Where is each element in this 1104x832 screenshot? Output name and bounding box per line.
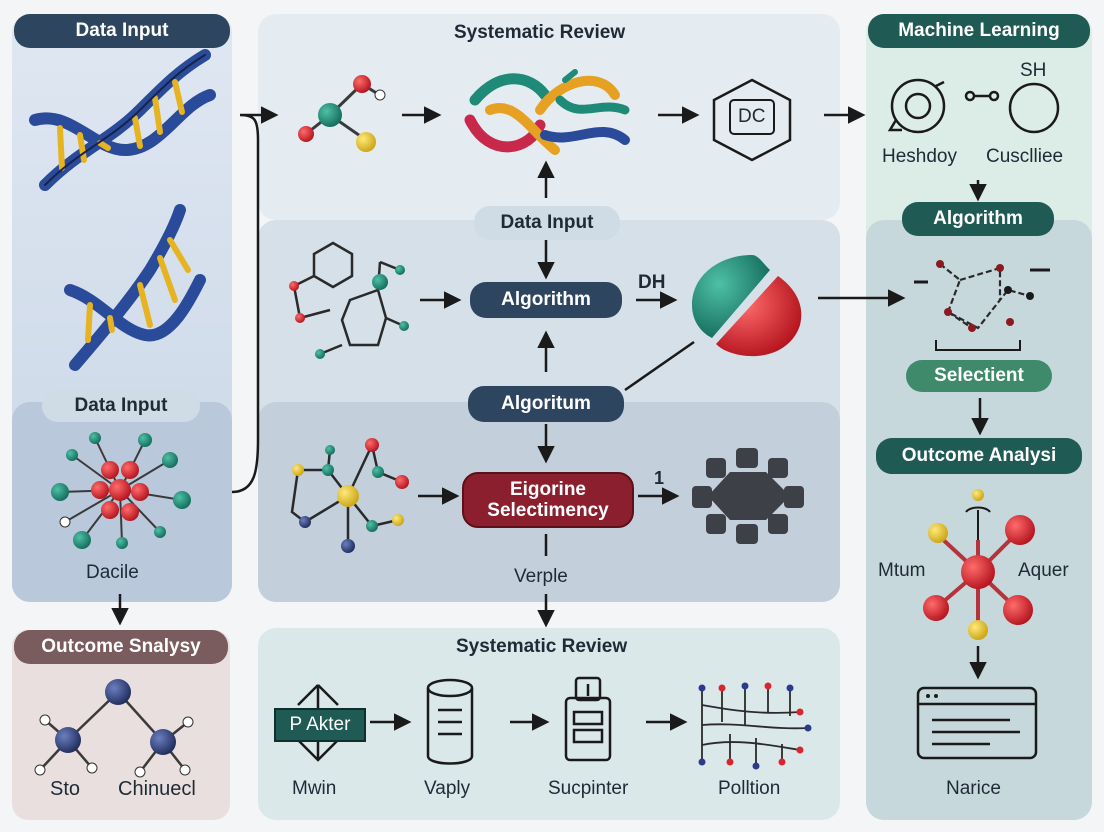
outcome-title: Outcome Snalysy (14, 630, 228, 664)
ml-label-right: Cusclliee (986, 146, 1064, 167)
ml-label-left: Heshdoy (882, 146, 957, 167)
connector-line (624, 340, 695, 392)
review-top-title: Systematic Review (454, 22, 626, 43)
sh-label: SH (1020, 60, 1047, 81)
ml-label-narice: Narice (946, 778, 1001, 799)
review-top-panel (258, 14, 840, 220)
dna-helix-icon (29, 49, 216, 191)
selection-line-1: Eigorine (509, 479, 586, 500)
octagon-cluster-icon (692, 448, 804, 544)
network-molecule-nodes (936, 260, 1034, 332)
bracket-line (935, 340, 1021, 351)
ml-title: Machine Learning (868, 14, 1090, 48)
protein-ribbon-icon (464, 69, 630, 155)
device-icon (564, 676, 612, 762)
star-molecule-icon (923, 489, 1035, 640)
cycle-icon (887, 78, 946, 134)
network-lines-icon (701, 688, 809, 764)
data-input-title: Data Input (14, 14, 230, 48)
small-molecule-icon (298, 75, 386, 152)
dh-label: DH (638, 272, 666, 293)
dna-helix-icon (64, 204, 206, 371)
hexagon-label: DC (738, 106, 766, 127)
review-bottom-title: Systematic Review (456, 636, 628, 657)
ml-label-aquer: Aquer (1018, 560, 1069, 581)
link-icon (964, 90, 1000, 102)
data-input-subtitle: Data Input (42, 390, 200, 422)
ml-outcome: Outcome Analysi (876, 438, 1082, 474)
hexagon-inner-box (729, 99, 775, 135)
verple-label: Verple (514, 566, 568, 587)
outcome-label-left: Sto (50, 778, 81, 800)
akter-box: P Akter (274, 708, 366, 742)
selection-node: Eigorine Selectimency (462, 472, 634, 528)
review-label-0: Mwin (292, 778, 337, 799)
algorithm-node: Algorithm (470, 282, 622, 318)
ring-icon (1008, 82, 1060, 134)
ml-label-mtum: Mtum (878, 560, 926, 581)
review-label-2: Sucpinter (548, 778, 629, 799)
browser-window-icon (916, 686, 1038, 760)
selection-line-2: Selectimency (487, 500, 609, 521)
ml-algorithm: Algorithm (902, 202, 1054, 236)
filter-shape-icon (297, 684, 339, 762)
network-nodes-icon (698, 682, 812, 770)
algoritum-node: Algoritum (468, 386, 624, 422)
outcome-label-right: Chinuecl (118, 778, 196, 800)
split-sphere-icon (692, 255, 802, 357)
ml-selection: Selectient (906, 360, 1052, 392)
connector-line (231, 106, 279, 494)
outcome-panel (12, 630, 230, 820)
hexagon-icon (712, 78, 792, 162)
database-icon (426, 678, 474, 765)
review-label-3: Polltion (718, 778, 781, 799)
cluster-node-label: Dacile (86, 562, 139, 583)
one-label: 1 (654, 468, 665, 488)
review-label-1: Vaply (424, 778, 471, 799)
cluster-molecule-icon (51, 432, 191, 549)
outcome-molecule-icon (34, 679, 194, 778)
middle-data-input: Data Input (474, 206, 620, 240)
